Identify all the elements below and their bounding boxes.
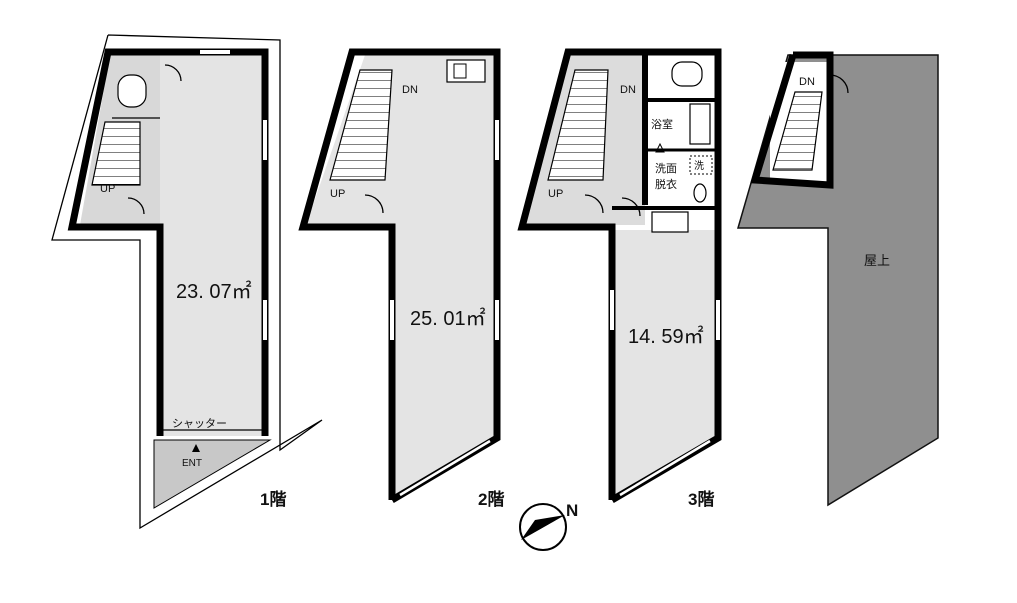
- rooftop-down-label: DN: [799, 76, 815, 88]
- compass-needle-half: [521, 515, 565, 540]
- floor-2-plan: [298, 48, 501, 504]
- door-2-swing: [364, 194, 384, 214]
- wall-1-outer: [67, 48, 269, 436]
- toilet-3-icon: [671, 61, 703, 87]
- compass-north-label: N: [566, 501, 578, 520]
- basin-3-icon: [693, 183, 707, 203]
- window-3b: [610, 290, 614, 330]
- shutter-label: シャッター: [172, 417, 227, 430]
- window-2d: [399, 439, 491, 497]
- bathtub-icon: [689, 103, 711, 145]
- door-roof-swing: [829, 74, 849, 94]
- room-3-main: [612, 230, 716, 500]
- door-3-room-swing: [621, 197, 641, 217]
- stair-3: [547, 69, 609, 181]
- floor-1-area-label: 23. 07㎡: [176, 279, 252, 303]
- sink-2-basin: [453, 63, 467, 79]
- wall-roof-stair: [750, 51, 834, 189]
- washroom-label-2: 脱衣: [655, 177, 677, 191]
- window-1c: [200, 50, 230, 54]
- floor-1-plan: [51, 34, 323, 530]
- washroom-label-1: 洗面: [655, 162, 677, 175]
- floor-2-label: 2階: [478, 490, 504, 509]
- door-1-toilet-swing: [164, 64, 182, 82]
- stair-2: [329, 69, 393, 181]
- window-2a: [495, 120, 499, 160]
- window-1b: [263, 300, 267, 340]
- lot-boundary-1: [51, 34, 323, 530]
- wall-3-outer: [517, 48, 722, 504]
- door-3-swing: [584, 194, 604, 214]
- window-3a: [716, 300, 720, 340]
- floor-2-area-label: 25. 01㎡: [410, 306, 486, 330]
- floor-1-stair-label: UP: [100, 183, 115, 195]
- floor-3-plan: [517, 48, 722, 504]
- drain-3-icon: [655, 142, 665, 153]
- floor-3-up-label: UP: [548, 188, 563, 200]
- floor-3-down-label: DN: [620, 84, 636, 96]
- window-3c: [619, 439, 711, 497]
- floor-3-area-label: 14. 59㎡: [628, 324, 704, 348]
- floor-2-down-label: DN: [402, 84, 418, 96]
- entrance-label: ENT: [182, 458, 202, 469]
- entrance-area: [153, 439, 272, 509]
- wall-2-outer: [298, 48, 501, 504]
- bath-label: 浴室: [651, 117, 673, 131]
- floor-1-label: 1階: [260, 490, 286, 509]
- door-1-swing: [127, 197, 145, 215]
- washer-label: 洗: [694, 160, 704, 172]
- rooftop-label: 屋上: [864, 253, 890, 268]
- stair-roof: [772, 91, 823, 171]
- rooftop-area: [737, 54, 939, 507]
- room-1-main: [145, 55, 263, 436]
- compass: [519, 503, 567, 551]
- stair-1: [91, 121, 141, 186]
- toilet-1-icon: [117, 74, 147, 108]
- window-2b: [495, 300, 499, 340]
- window-1a: [263, 120, 267, 160]
- sink-3-icon: [651, 211, 689, 233]
- floor-2-up-label: UP: [330, 188, 345, 200]
- floor-3-label: 3階: [688, 490, 714, 509]
- window-2c: [390, 300, 394, 340]
- entrance-arrow-icon: [192, 444, 200, 452]
- rooftop-plan: [737, 51, 939, 507]
